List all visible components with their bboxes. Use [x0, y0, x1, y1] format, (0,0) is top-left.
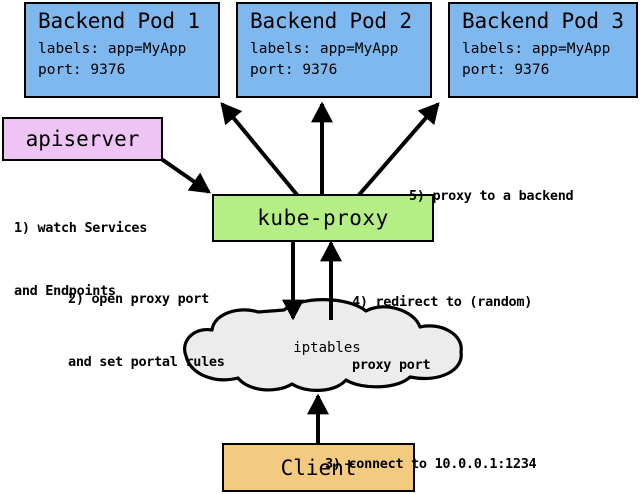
- step-3-line-1: 3) connect to 10.0.0.1:1234: [325, 456, 537, 472]
- step-1-line-1: 1) watch Services: [14, 220, 148, 236]
- step-2-annotation: 2) open proxy port and set portal rules: [68, 247, 225, 415]
- iptables-label: iptables: [293, 340, 361, 356]
- backend-pod-1-title: Backend Pod 1: [38, 9, 200, 33]
- edge-kubeproxy-to-pod1: [220, 102, 300, 198]
- step-1-annotation: 1) watch Services and Endpoints: [14, 176, 147, 344]
- backend-pod-2-port: port: 9376: [250, 62, 338, 78]
- backend-pod-2-node[interactable]: Backend Pod 2 labels: app=MyApp port: 93…: [236, 2, 432, 98]
- apiserver-label: apiserver: [25, 127, 140, 151]
- step-1-line-2: and Endpoints: [14, 283, 116, 299]
- step-4-annotation: 4) redirect to (random) proxy port: [352, 250, 532, 418]
- backend-pod-1-port: port: 9376: [38, 62, 126, 78]
- kube-proxy-label: kube-proxy: [257, 206, 389, 230]
- kube-proxy-node[interactable]: kube-proxy: [212, 194, 434, 242]
- backend-pod-3-title: Backend Pod 3: [462, 9, 624, 33]
- step-3-annotation: 3) connect to 10.0.0.1:1234: [325, 412, 537, 494]
- client-label: Client: [280, 455, 357, 480]
- step-4-line-1: 4) redirect to (random): [352, 294, 533, 310]
- edge-apiserver-to-kubeproxy: [158, 156, 211, 194]
- backend-pod-3-port: port: 9376: [462, 62, 550, 78]
- client-node[interactable]: Client: [222, 443, 415, 492]
- backend-pod-3-labels: labels: app=MyApp: [462, 41, 611, 57]
- apiserver-node[interactable]: apiserver: [2, 117, 163, 161]
- step-2-line-2: and set portal rules: [68, 354, 225, 370]
- step-5-line-1: 5) proxy to a backend: [409, 188, 574, 204]
- step-4-line-2: proxy port: [352, 357, 431, 373]
- backend-pod-2-title: Backend Pod 2: [250, 9, 412, 33]
- step-5-annotation: 5) proxy to a backend: [409, 144, 574, 249]
- step-2-line-1: 2) open proxy port: [68, 291, 209, 307]
- backend-pod-3-node[interactable]: Backend Pod 3 labels: app=MyApp port: 93…: [448, 2, 638, 98]
- backend-pod-2-labels: labels: app=MyApp: [250, 41, 399, 57]
- backend-pod-1-labels: labels: app=MyApp: [38, 41, 187, 57]
- backend-pod-1-node[interactable]: Backend Pod 1 labels: app=MyApp port: 93…: [24, 2, 220, 98]
